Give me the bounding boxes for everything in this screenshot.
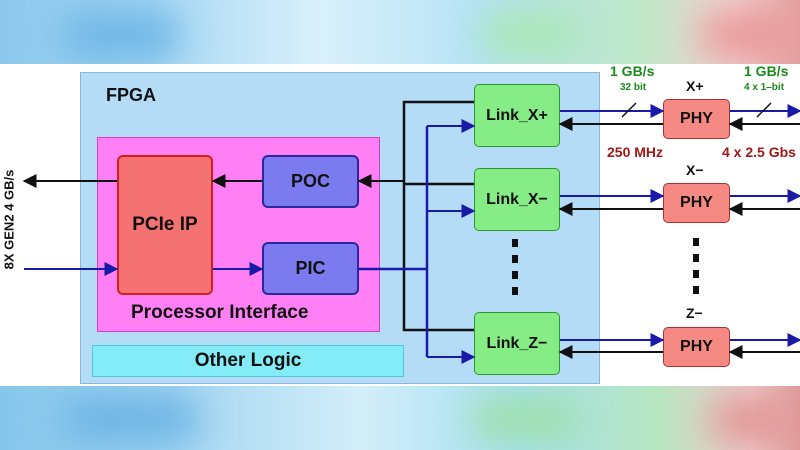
phy-ellipsis [693, 238, 699, 294]
background-blur [480, 14, 580, 54]
other-logic-block: Other Logic [92, 345, 404, 377]
serdes-rate-label: 4 x 2.5 Gbs [722, 144, 796, 160]
phy-z-minus-block: PHY [663, 327, 730, 367]
link-z-minus-block: Link_Z− [474, 312, 560, 375]
background-blur [60, 10, 180, 60]
pcie-ip-block: PCIe IP [117, 155, 213, 295]
link-label: Link_X+ [486, 106, 548, 124]
link-ellipsis [512, 239, 518, 295]
right-bandwidth-label: 1 GB/s [744, 63, 789, 79]
pic-block: PIC [262, 242, 359, 295]
pcie-ip-label: PCIe IP [132, 214, 198, 235]
width-slash [756, 102, 772, 118]
background-blur [700, 10, 800, 60]
phy-x-plus-block: PHY [663, 99, 730, 139]
link-x-minus-block: Link_X− [474, 168, 560, 231]
left-bandwidth-label: 1 GB/s [610, 63, 655, 79]
background-blur [470, 398, 580, 440]
phy-port-label: Z− [686, 305, 703, 321]
phy-label: PHY [680, 110, 713, 127]
phy-label: PHY [680, 194, 713, 211]
host-link-label: 8X GEN2 4 GB/s [1, 169, 17, 270]
link-label: Link_X− [486, 190, 548, 208]
link-label: Link_Z− [486, 334, 548, 352]
poc-label: POC [290, 171, 330, 191]
clock-label: 250 MHz [607, 144, 664, 160]
phy-label: PHY [680, 338, 713, 355]
processor-interface-label: Processor Interface [131, 302, 309, 323]
poc-block: POC [262, 155, 359, 208]
phy-port-label: X+ [686, 78, 704, 94]
phy-port-label: X− [686, 162, 704, 178]
background-blur [60, 396, 200, 442]
right-width-label: 4 x 1–bit [744, 82, 785, 93]
background-band-bottom [0, 386, 800, 450]
left-width-label: 32 bit [620, 82, 647, 93]
fpga-label: FPGA [106, 85, 157, 105]
link-to-poc-bus [402, 100, 474, 332]
pic-label: PIC [295, 258, 326, 278]
background-band-top [0, 0, 800, 64]
other-logic-label: Other Logic [194, 350, 302, 371]
phy-x-minus-block: PHY [663, 183, 730, 223]
background-blur [710, 396, 800, 444]
width-slash [621, 102, 637, 118]
link-x-plus-block: Link_X+ [474, 84, 560, 147]
